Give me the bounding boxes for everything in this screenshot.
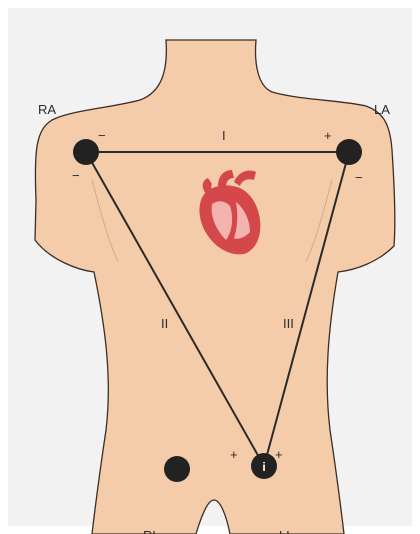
lead-1-label: I xyxy=(222,128,226,143)
electrode-ra xyxy=(73,139,99,165)
sign-ra-below: − xyxy=(72,168,80,183)
label-rl: RL xyxy=(143,528,160,534)
sign-ll-left: + xyxy=(230,447,238,462)
lead-2-label: II xyxy=(161,316,168,331)
electrode-la xyxy=(336,139,362,165)
label-la: LA xyxy=(374,102,390,117)
sign-la-below: − xyxy=(355,170,363,185)
sign-ll-right: + xyxy=(275,447,283,462)
electrode-rl xyxy=(164,456,190,482)
label-ra: RA xyxy=(38,102,56,117)
info-icon: i xyxy=(262,460,265,474)
sign-ra-right: − xyxy=(98,128,106,143)
lead-3-label: III xyxy=(283,316,294,331)
label-ll: LL xyxy=(279,528,293,534)
sign-la-left: + xyxy=(324,128,332,143)
